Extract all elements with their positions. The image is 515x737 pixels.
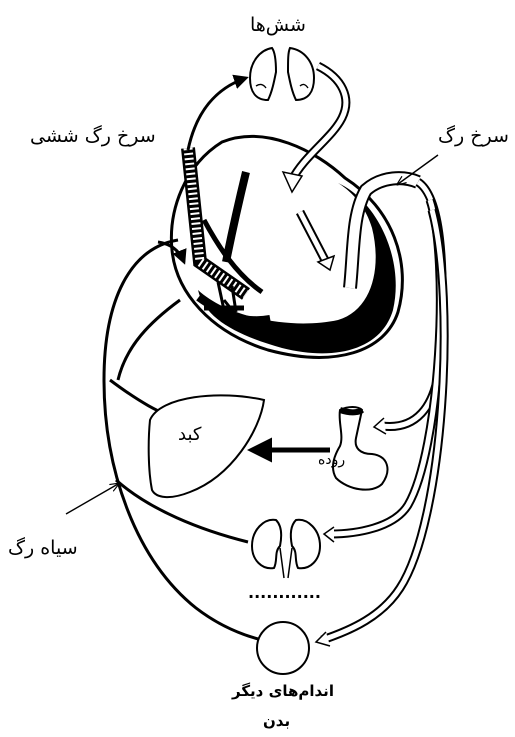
liver-label: کبد — [178, 424, 201, 445]
other-organs-shape — [257, 622, 309, 674]
organs-ellipsis: ............ — [248, 583, 321, 602]
lungs-label: شش‌ها — [250, 14, 306, 36]
lungs-shape — [250, 48, 314, 100]
other-organs-label-line2: بدن — [263, 712, 290, 730]
intestine-label: روده — [318, 452, 345, 468]
kidneys-shape — [252, 520, 320, 578]
intestine-shape — [333, 407, 387, 490]
pulmonary-artery-label: سرخ رگ ششی — [30, 125, 156, 147]
vein-pointer — [66, 484, 118, 514]
other-organs-label-line1: اندام‌های دیگر — [232, 682, 334, 700]
vein-label: سیاه رگ — [8, 537, 78, 559]
liver-shape — [149, 395, 264, 497]
aorta-label: سرخ رگ — [438, 125, 509, 147]
